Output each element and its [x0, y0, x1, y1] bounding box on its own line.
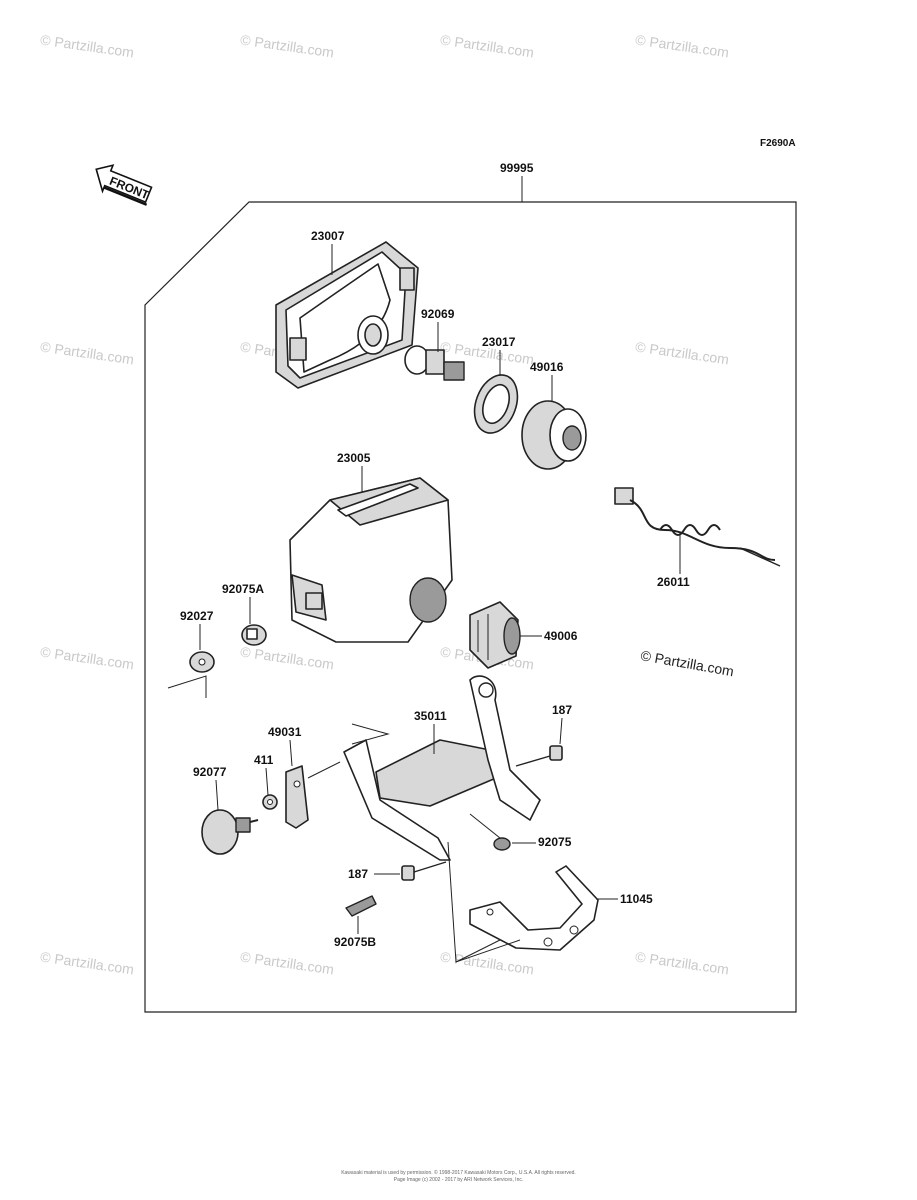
part-label-92069: 92069	[421, 307, 455, 321]
part-label-92077: 92077	[193, 765, 227, 779]
part-label-411: 411	[254, 753, 274, 767]
assembly-number: 99995	[500, 161, 534, 175]
nut-92075	[493, 837, 511, 851]
front-arrow-icon: FRONT	[95, 164, 153, 206]
part-label-11045: 11045	[620, 892, 653, 906]
part-label-92075: 92075	[538, 835, 572, 849]
housing-23005	[289, 477, 453, 643]
part-label-35011: 35011	[414, 709, 447, 723]
part-label-26011: 26011	[657, 575, 690, 589]
part-label-92027: 92027	[180, 609, 214, 623]
headlight-unit-23007	[275, 241, 419, 389]
part-label-23007: 23007	[311, 229, 345, 243]
bulb-92069	[404, 345, 465, 381]
footer-line-2: Page Image (c) 2002 - 2017 by ARI Networ…	[393, 1177, 524, 1183]
washer-411	[262, 794, 278, 810]
knob-92077	[201, 809, 259, 855]
clamp-plate-49031	[285, 765, 309, 829]
grommet-92075A	[241, 624, 267, 646]
bracket-11045	[469, 865, 599, 951]
part-label-49006: 49006	[544, 629, 578, 643]
part-label-92075A: 92075A	[222, 582, 264, 596]
retainer-ring-23017	[473, 374, 519, 434]
part-label-23017: 23017	[482, 335, 516, 349]
watermark-center: © Partzilla.com	[639, 647, 735, 679]
part-label-187-lower: 187	[348, 867, 368, 881]
part-label-23005: 23005	[337, 451, 371, 465]
harness-26011	[614, 487, 781, 567]
part-label-187-upper: 187	[552, 703, 572, 717]
bolt-187-lower	[401, 861, 447, 881]
part-label-49016: 49016	[530, 360, 564, 374]
bracket-35011	[343, 675, 541, 861]
boot-49006	[469, 601, 521, 669]
assembly-frame	[144, 201, 797, 1013]
washer-92027	[189, 651, 215, 673]
part-label-92075B: 92075B	[334, 935, 376, 949]
part-label-49031: 49031	[268, 725, 302, 739]
figure-code: F2690A	[760, 138, 796, 149]
footer-line-1: Kawasaki material is used by permission.…	[341, 1170, 576, 1176]
bolt-187-upper	[515, 745, 563, 767]
bulb-cover-49016	[521, 400, 587, 470]
clip-92075B	[345, 895, 377, 917]
